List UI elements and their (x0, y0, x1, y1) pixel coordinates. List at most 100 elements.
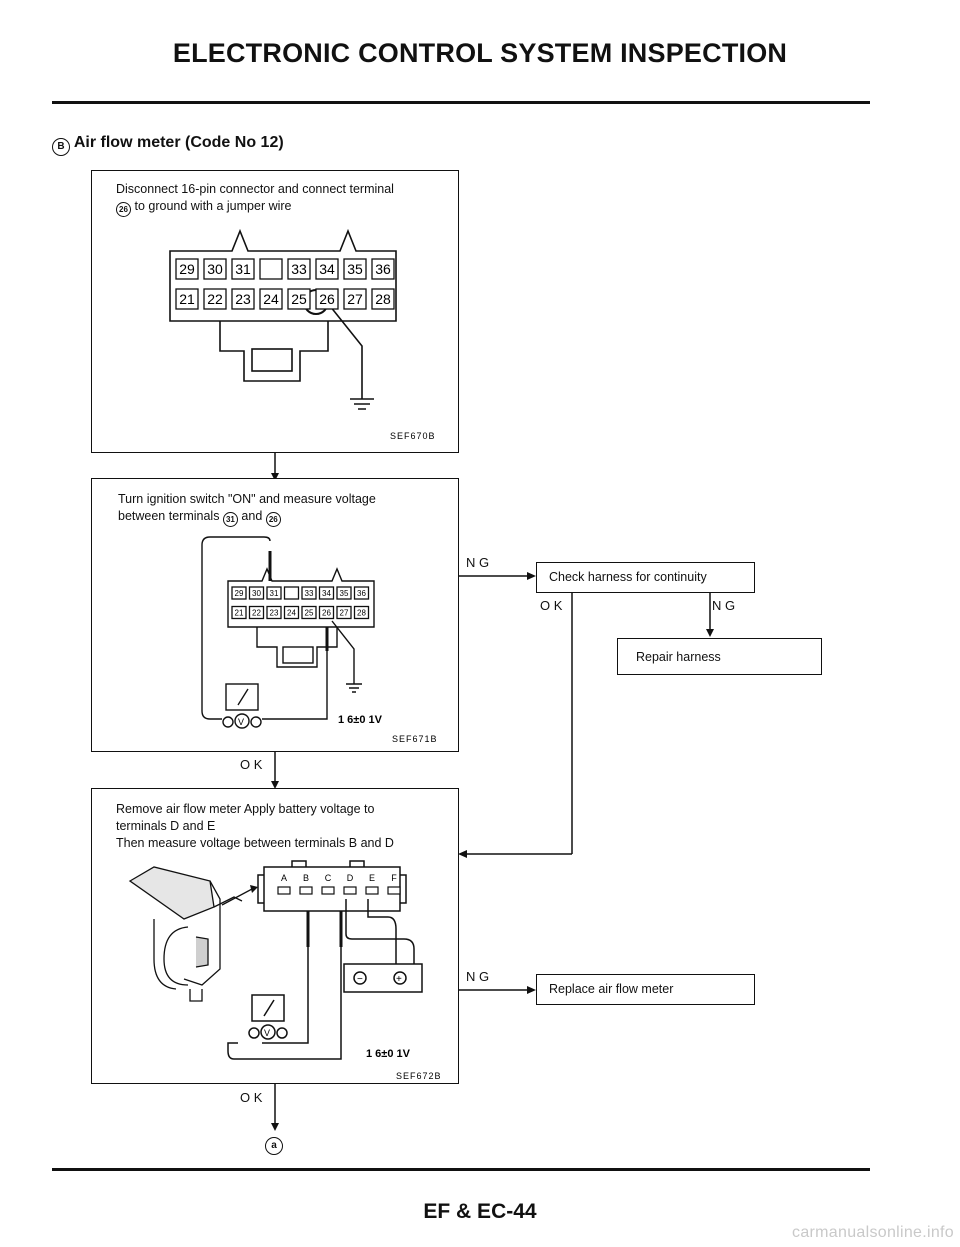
arrow-step2-step3 (271, 752, 279, 789)
arrow-ng-to-check (459, 572, 536, 580)
terminal-slot (387, 886, 401, 895)
connector-pin-label: 25 (305, 608, 314, 617)
connector-pin (175, 258, 199, 280)
terminal-slot (277, 886, 291, 895)
step2-terminal-a: 31 (222, 512, 238, 527)
step1-terminal-badge: 26 (116, 202, 131, 217)
connector-pin-label: 26 (322, 608, 331, 617)
page-title: ELECTRONIC CONTROL SYSTEM INSPECTION (172, 38, 788, 68)
connector-pin-label: 28 (375, 291, 391, 307)
connector-pin (343, 288, 367, 310)
step1-box: Disconnect 16-pin connector and connect … (91, 170, 459, 453)
connector-pin-label: 21 (179, 291, 195, 307)
connector-pin (175, 288, 199, 310)
check-harness-text: Check harness for continuity (549, 570, 707, 584)
connector-pin (287, 288, 311, 310)
connector-pin (371, 288, 395, 310)
connector-pin-label: 21 (235, 608, 244, 617)
step2-instruction: Turn ignition switch "ON" and measure vo… (118, 491, 376, 527)
ng-label-check: N G (712, 598, 736, 613)
step3-reading: 1 6±0 1V (366, 1048, 411, 1060)
connector-pin (318, 586, 335, 600)
ok-label-step2: O K (240, 757, 263, 772)
step2-line2-b: and (241, 509, 263, 523)
connector-pin-label: 24 (263, 291, 279, 307)
step3-instruction: Remove air flow meter Apply battery volt… (116, 801, 394, 852)
page-number: EF & EC-44 (423, 1200, 537, 1223)
step3-line1: Remove air flow meter Apply battery volt… (116, 802, 375, 816)
connector-pin (336, 586, 352, 600)
ok-label-step3: O K (240, 1090, 263, 1105)
connector-pin (248, 586, 265, 600)
connector-pin (259, 258, 283, 280)
connector-pin (231, 288, 255, 310)
connector-pin-label: 23 (235, 291, 251, 307)
connector-pin-label: 22 (252, 608, 261, 617)
connector-pin-label: 22 (207, 291, 223, 307)
header-rule (52, 101, 870, 104)
connector-pin (318, 605, 335, 620)
step2-line2: between terminals 31 and 26 (118, 508, 376, 527)
step2-terminal-b: 26 (265, 512, 281, 527)
step1-figure-code: SEF670B (390, 431, 436, 441)
step2-figure-code: SEF671B (392, 734, 438, 744)
terminal-slot (321, 886, 335, 895)
connector-pin (203, 288, 227, 310)
connector-pin-label: 36 (375, 261, 391, 277)
replace-meter-box: Replace air flow meter (536, 974, 755, 1005)
arrow-check-to-repair (706, 592, 714, 637)
connector-pin (283, 605, 300, 620)
connector-pin-label: 33 (291, 261, 307, 277)
section-marker: B (52, 138, 70, 156)
terminal-label: B (303, 873, 309, 883)
step1-instruction: Disconnect 16-pin connector and connect … (116, 181, 394, 217)
terminal-slot (343, 886, 357, 895)
arrow-step1-step2 (271, 452, 279, 481)
svg-text:V: V (238, 717, 244, 727)
connector-pin (315, 258, 339, 280)
connector-pin-label: 35 (340, 589, 349, 598)
terminal-label: E (369, 873, 375, 883)
terminal-slot (365, 886, 379, 895)
ng-label-step2: N G (466, 555, 490, 570)
step3-line3: Then measure voltage between terminals B… (116, 836, 394, 850)
step2-box: Turn ignition switch "ON" and measure vo… (91, 478, 459, 752)
ng-label-step3: N G (466, 969, 490, 984)
terminal-label: F (391, 873, 397, 883)
watermark: carmanualsonline.info (792, 1224, 954, 1241)
section-heading-text: Air flow meter (Code No 12) (73, 134, 284, 151)
terminal-label: D (347, 873, 354, 883)
connector-pin (336, 605, 352, 620)
step2-reading: 1 6±0 1V (338, 714, 383, 726)
check-harness-box: Check harness for continuity (536, 562, 755, 593)
svg-text:−: − (357, 974, 363, 985)
next-step-badge: a (265, 1137, 283, 1155)
step1-line1: Disconnect 16-pin connector and connect … (116, 182, 394, 196)
connector-pin-label: 24 (287, 608, 296, 617)
connector-pin (353, 586, 370, 600)
connector-pin-label: 27 (340, 608, 349, 617)
connector-pin-label: 30 (252, 589, 261, 598)
repair-harness-text: Repair harness (636, 650, 721, 664)
step1-line2-text: to ground with a jumper wire (134, 199, 292, 213)
ok-label-check: O K (540, 598, 563, 613)
connector-pin-label: 31 (235, 261, 251, 277)
connector-pin-label: 35 (347, 261, 363, 277)
connector-pin (283, 586, 300, 600)
step3-figure-code: SEF672B (396, 1071, 442, 1081)
connector-pin (301, 586, 317, 600)
connector-pin-label: 34 (319, 261, 335, 277)
connector-pin (231, 586, 247, 600)
connector-pin-label: 29 (235, 589, 244, 598)
svg-text:V: V (264, 1028, 270, 1038)
connector-pin-label: 29 (179, 261, 195, 277)
footer-rule (52, 1168, 870, 1171)
connector-pin-label: 28 (357, 608, 366, 617)
section-heading: B Air flow meter (Code No 12) (52, 134, 284, 156)
connector-pin-label: 31 (270, 589, 279, 598)
connector-pin (259, 288, 283, 310)
